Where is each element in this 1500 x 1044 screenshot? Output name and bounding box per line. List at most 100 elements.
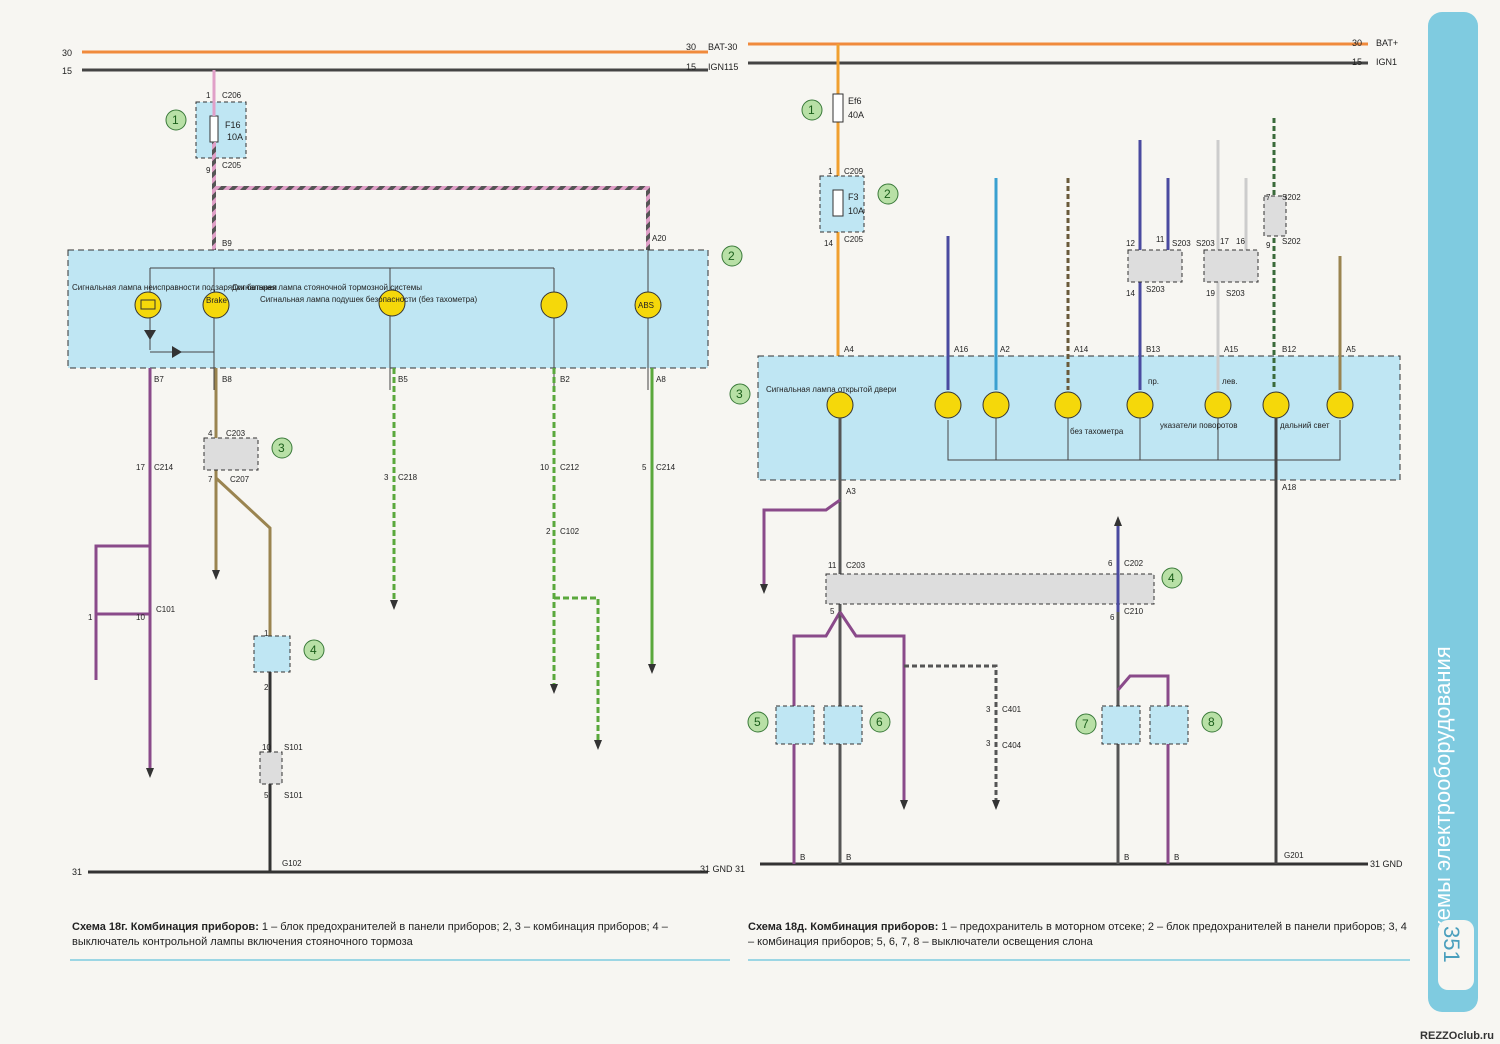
bus-15-mid-num: 15 [686, 62, 696, 72]
c404-label: C404 [1002, 741, 1022, 750]
c205-right-label: C205 [844, 235, 864, 244]
callout-right-7: 7 [1082, 717, 1089, 731]
door-lamp-desc: Сигнальная лампа открытой двери [766, 385, 896, 394]
fuse-block-2 [819, 175, 865, 233]
s101-top-label: S101 [284, 743, 303, 752]
pin-label: 10 [540, 463, 549, 472]
turn-signals-label: указатели поворотов [1160, 421, 1237, 430]
pin-label: 7 [208, 475, 213, 484]
caption-left-title: Схема 18г. Комбинация приборов: [72, 921, 259, 933]
switch-8 [1149, 705, 1189, 745]
s203-a-label: S203 [1172, 239, 1191, 248]
c203-label: C203 [226, 429, 246, 438]
pin-label: 1 [828, 167, 833, 176]
turn-left-lamp [1204, 391, 1232, 419]
no-tach-label: без тахометра [1070, 427, 1124, 436]
fuse-ef6-name: Ef6 [848, 96, 862, 106]
battery-warning-lamp [134, 291, 162, 319]
c205-label: C205 [222, 161, 242, 170]
pin-label: 3 [384, 473, 389, 482]
coolant-temp-lamp [540, 291, 568, 319]
callout-right-6: 6 [876, 715, 883, 729]
bus-15-right-num: 15 [1352, 57, 1362, 67]
watermark: REZZOclub.ru [1420, 1030, 1494, 1042]
left-callouts [165, 109, 743, 661]
pin-label: 9 [206, 166, 211, 175]
callout-left-2: 2 [728, 249, 735, 263]
caption-right-text: 1 – предохранитель в моторном отсеке; 2 … [748, 921, 1407, 948]
b8-label: B8 [222, 375, 232, 384]
pin-label: 14 [1126, 289, 1135, 298]
c218-label: C218 [398, 473, 418, 482]
abs-text: ABS [638, 301, 654, 310]
s203-c-label: S203 [1196, 239, 1215, 248]
c210-label: C210 [1124, 607, 1144, 616]
caption-right: Схема 18д. Комбинация приборов: 1 – пред… [748, 920, 1410, 950]
ground-b-3: B [1124, 853, 1129, 862]
lamp1-desc: Сигнальная лампа неисправности подзарядк… [72, 283, 277, 292]
pin-label: 9 [1266, 241, 1271, 250]
pin-label: 12 [1126, 239, 1135, 248]
b2-label: B2 [560, 375, 570, 384]
left-diagram [67, 70, 709, 872]
b7-label: B7 [154, 375, 164, 384]
right-diagram [757, 44, 1401, 864]
callout-left-1: 1 [172, 113, 179, 127]
parking-brake-switch-4 [253, 635, 291, 673]
page-number: 351 [1439, 926, 1464, 963]
callout-right-8: 8 [1208, 715, 1215, 729]
switch-5 [775, 705, 815, 745]
s203-b-label: S203 [1146, 285, 1165, 294]
s202-a-label: S202 [1282, 193, 1301, 202]
pin-label: 7 [1266, 193, 1271, 202]
c209-label: C209 [844, 167, 864, 176]
a5-label: A5 [1346, 345, 1356, 354]
a20-label: A20 [652, 234, 667, 243]
pin-label: 5 [830, 607, 835, 616]
section-sidebar: схемы электрооборудования [1428, 12, 1478, 1012]
turn-left-label: лев. [1222, 377, 1238, 386]
b12-label: B12 [1282, 345, 1297, 354]
gnd-left-label: 31 [72, 867, 82, 877]
s101-bottom-label: S101 [284, 791, 303, 800]
ground-b-1: B [800, 853, 805, 862]
c206-label: C206 [222, 91, 242, 100]
c214-left-label: C214 [154, 463, 174, 472]
ground-b-2: B [846, 853, 851, 862]
lamp2-desc: Сигнальная лампа стояночной тормозной си… [232, 283, 422, 292]
c203-right-label: C203 [846, 561, 866, 570]
pin-label: 6 [1110, 613, 1115, 622]
bus-30-left-label: 30 [62, 48, 72, 58]
c214-right-label: C214 [656, 463, 676, 472]
callout-right-4: 4 [1168, 571, 1175, 585]
bus-lines [82, 42, 1368, 874]
a8-label: A8 [656, 375, 666, 384]
callout-left-3: 3 [278, 441, 285, 455]
fuse-ef6-rating: 40A [848, 110, 864, 120]
pin-label: 19 [1206, 289, 1215, 298]
fuse-f16-rating: 10A [227, 132, 243, 142]
pin-label: 2 [546, 527, 551, 536]
callout-right-1: 1 [808, 103, 815, 117]
pin-label: 1 [264, 629, 269, 638]
hazard-lamp [1326, 391, 1354, 419]
lamp3-desc: Сигнальная лампа подушек безопасности (б… [260, 295, 478, 304]
bus-15-mid-label: IGN115 [708, 62, 738, 72]
switch-6 [823, 705, 863, 745]
pin-label: 10 [262, 743, 271, 752]
high-beam-lamp [1262, 391, 1290, 419]
instrument-cluster-panel-3 [757, 355, 1401, 481]
a14-label: A14 [1074, 345, 1089, 354]
pin-label: 3 [986, 705, 991, 714]
pin-label: 1 [88, 613, 93, 622]
turn-right-lamp [1126, 391, 1154, 419]
fuse-f3-name: F3 [848, 192, 859, 202]
turn-right-label: пр. [1148, 377, 1159, 386]
pin-label: 2 [264, 683, 269, 692]
pin-label: 16 [1236, 237, 1245, 246]
gnd-mid-label: 31 GND 31 [700, 864, 745, 874]
fuse-f3 [832, 189, 844, 217]
a4-label: A4 [844, 345, 854, 354]
pin-label: 4 [208, 429, 213, 438]
